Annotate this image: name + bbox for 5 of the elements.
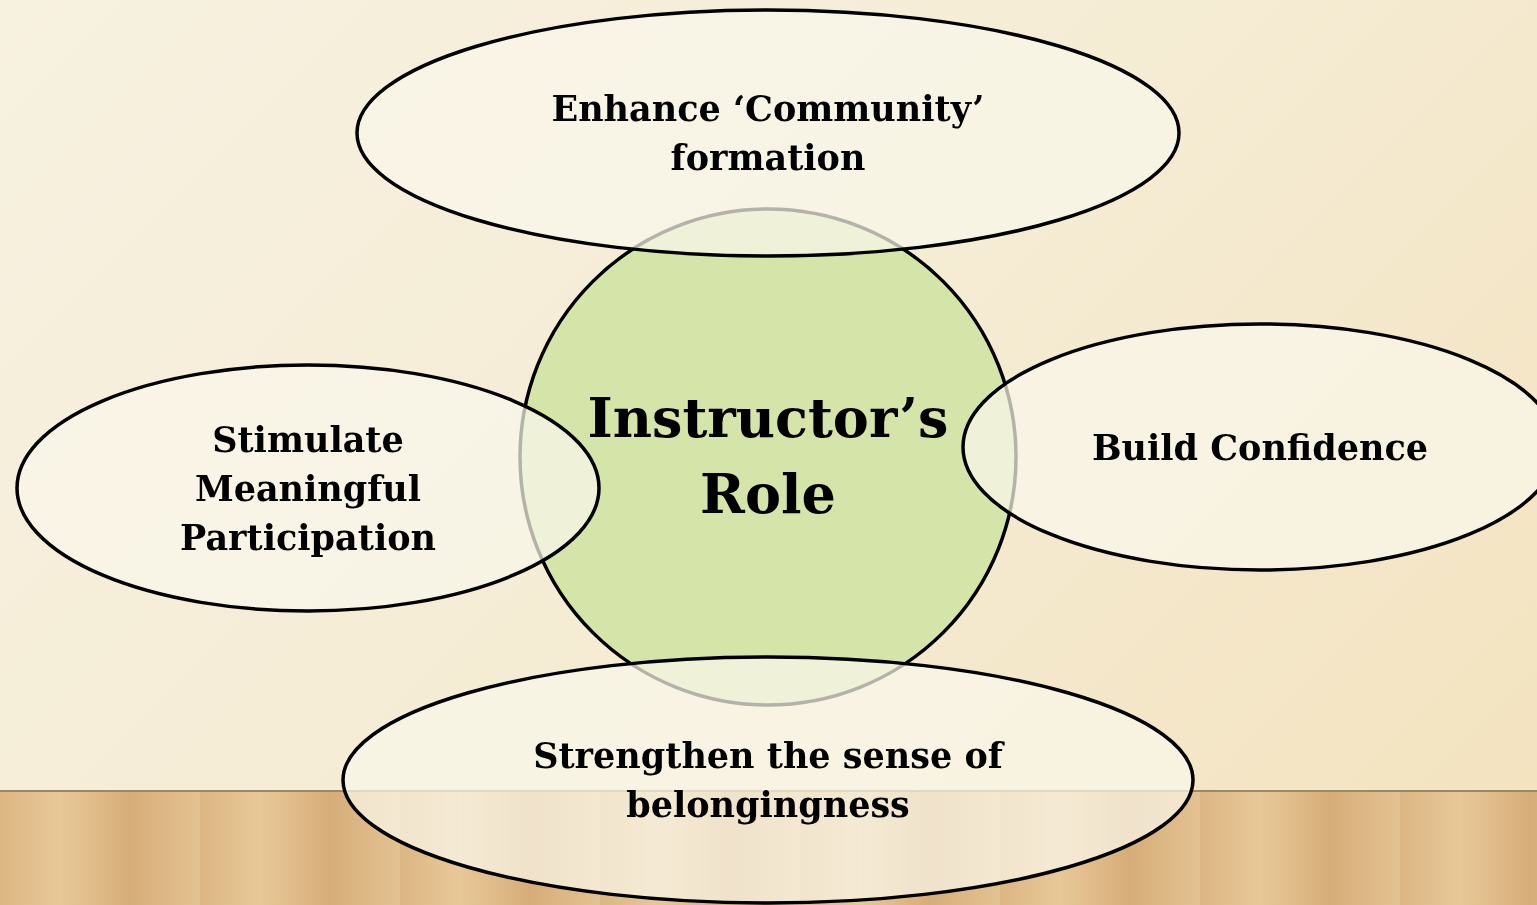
circle-label: Instructor’s Role [586,385,950,528]
oval-label: Enhance ‘Community’ formation [550,87,986,180]
oval-label: Strengthen the sense of belongingness [532,734,1006,827]
oval-label: Build Confidence [1090,425,1430,470]
oval-label: Stimulate Meaningful Participation [179,417,437,560]
